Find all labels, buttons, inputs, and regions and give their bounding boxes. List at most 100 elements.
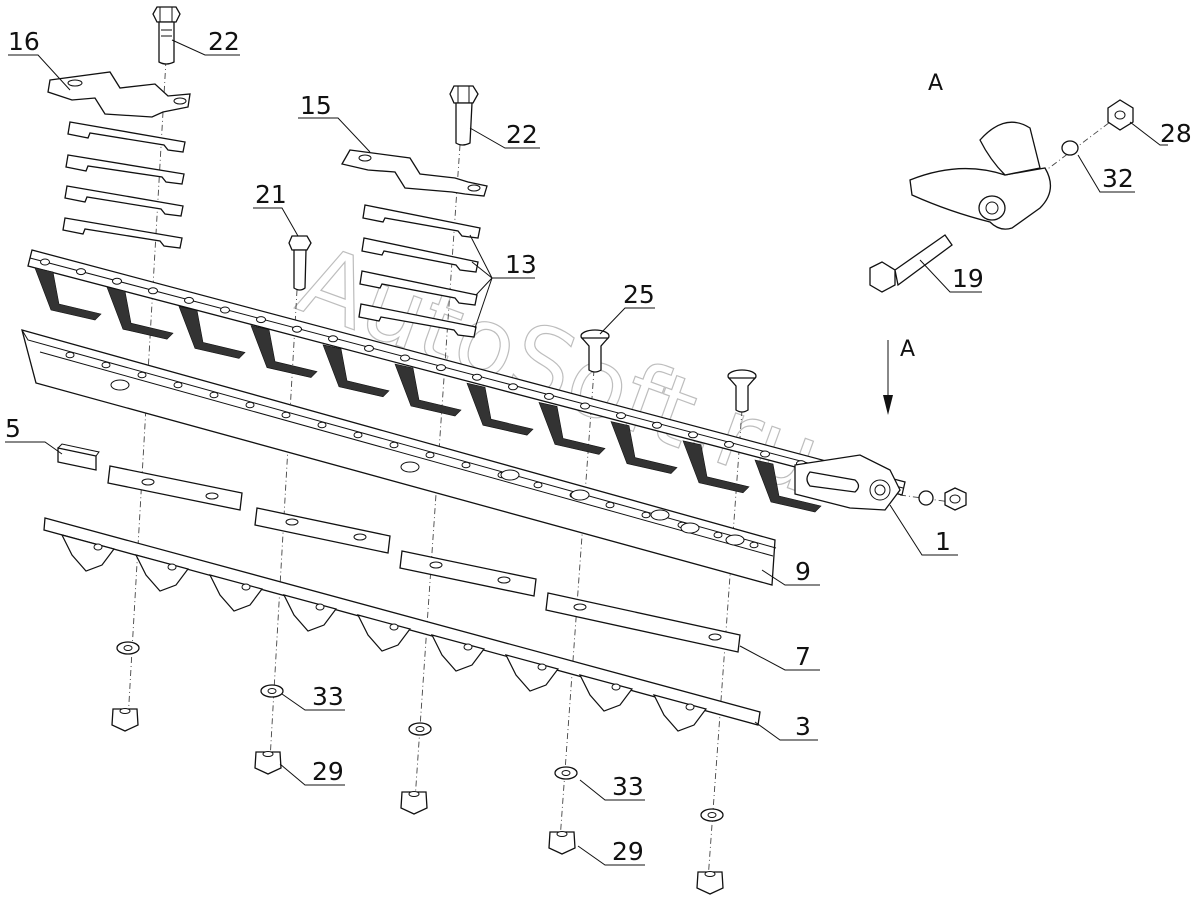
knife-section <box>538 401 606 455</box>
finger-guard <box>60 534 116 572</box>
washer-hole <box>415 726 425 732</box>
serrated-segments <box>34 267 822 513</box>
guard-hole <box>167 563 177 571</box>
label-33-right: 33 <box>612 772 644 801</box>
washer-hole <box>123 645 133 651</box>
bar-hole <box>461 461 471 469</box>
bar-slot <box>725 534 745 546</box>
knife-section <box>610 421 678 474</box>
bar-hole <box>605 501 615 509</box>
label-1: 1 <box>935 527 951 556</box>
label-22-middle: 22 <box>506 120 538 149</box>
bar-slot <box>570 489 590 501</box>
nut <box>696 871 724 895</box>
washer-hole <box>561 770 571 776</box>
washer-hole <box>267 688 277 694</box>
bar-hole <box>472 373 482 381</box>
countersunk-bolt-25-a <box>580 329 610 373</box>
bar-hole <box>580 402 590 410</box>
bar-hole <box>749 541 759 549</box>
countersunk-bolt-25-b <box>727 369 757 413</box>
washer-hole <box>707 812 717 818</box>
finger-guard <box>208 574 264 612</box>
bar-hole <box>616 412 626 420</box>
bar-hole <box>173 381 183 389</box>
label-29-left: 29 <box>312 757 344 786</box>
label-29-right: 29 <box>612 837 644 866</box>
shim-stack-right <box>358 204 481 338</box>
bar-hole <box>508 383 518 391</box>
bar-hole <box>76 268 86 276</box>
label-22-left: 22 <box>208 27 240 56</box>
nut <box>400 791 428 815</box>
label-25: 25 <box>623 280 655 309</box>
knife-head-1 <box>794 454 967 511</box>
label-15: 15 <box>300 91 332 120</box>
finger-guard <box>356 614 412 652</box>
bar-hole <box>209 391 219 399</box>
bar-hole <box>137 371 147 379</box>
view-arrow-a <box>883 340 893 415</box>
bar-hole <box>425 451 435 459</box>
label-3: 3 <box>795 712 811 741</box>
guard-hole <box>241 583 251 591</box>
finger-bar-3 <box>43 517 761 726</box>
bar-hole <box>245 401 255 409</box>
clamp-plate-15 <box>341 149 488 197</box>
finger-guard <box>134 554 190 592</box>
clamp-plate-16 <box>47 71 191 118</box>
bar-hole <box>220 306 230 314</box>
bar-hole <box>40 258 50 266</box>
bar-hole <box>281 411 291 419</box>
label-9: 9 <box>795 557 811 586</box>
label-19: 19 <box>952 264 984 293</box>
finger-guards <box>60 534 708 732</box>
spacer-block-7 <box>545 592 741 653</box>
knife-section <box>682 440 750 494</box>
view-arrow-label: A <box>900 337 915 362</box>
bar-hole <box>184 296 194 304</box>
knife-section <box>754 459 822 513</box>
knife-section <box>322 344 390 398</box>
bar-hole <box>112 277 122 285</box>
bar-hole <box>713 531 723 539</box>
bar-hole <box>317 421 327 429</box>
label-21: 21 <box>255 180 287 209</box>
spacer-block-c <box>399 550 537 597</box>
bar-hole <box>400 354 410 362</box>
guard-hole <box>315 603 325 611</box>
bolt-22-left <box>152 6 181 65</box>
nut <box>254 751 282 775</box>
guard-hole <box>463 643 473 651</box>
bar-hole <box>533 481 543 489</box>
shim-stack-left <box>62 121 186 249</box>
bar-hole <box>101 361 111 369</box>
knife-section <box>394 363 462 417</box>
nut-hole <box>556 831 568 837</box>
label-32: 32 <box>1102 164 1134 193</box>
spacer-block-5 <box>57 443 100 471</box>
spacer-block-b <box>254 507 391 554</box>
bar-hole <box>364 344 374 352</box>
bar-slot <box>650 509 670 521</box>
bar-hole <box>353 431 363 439</box>
label-13: 13 <box>505 250 537 279</box>
bar-slot <box>500 469 520 481</box>
bar-hole <box>389 441 399 449</box>
leader-lines <box>5 39 1168 866</box>
guard-hole <box>389 623 399 631</box>
nut-hole <box>262 751 274 757</box>
finger-guard <box>578 674 634 712</box>
nut-hole <box>408 791 420 797</box>
part-labels: 16 22 15 22 21 13 25 5 1 9 7 3 33 29 33 … <box>5 27 1192 866</box>
detail-view-title: A <box>928 71 943 96</box>
nut <box>111 708 139 732</box>
bar-hole <box>256 316 266 324</box>
label-5: 5 <box>5 414 21 443</box>
bar-hole <box>436 364 446 372</box>
label-16: 16 <box>8 27 40 56</box>
bar-hole <box>544 392 554 400</box>
knife-bar-upper <box>27 249 906 496</box>
knife-section <box>466 382 534 436</box>
